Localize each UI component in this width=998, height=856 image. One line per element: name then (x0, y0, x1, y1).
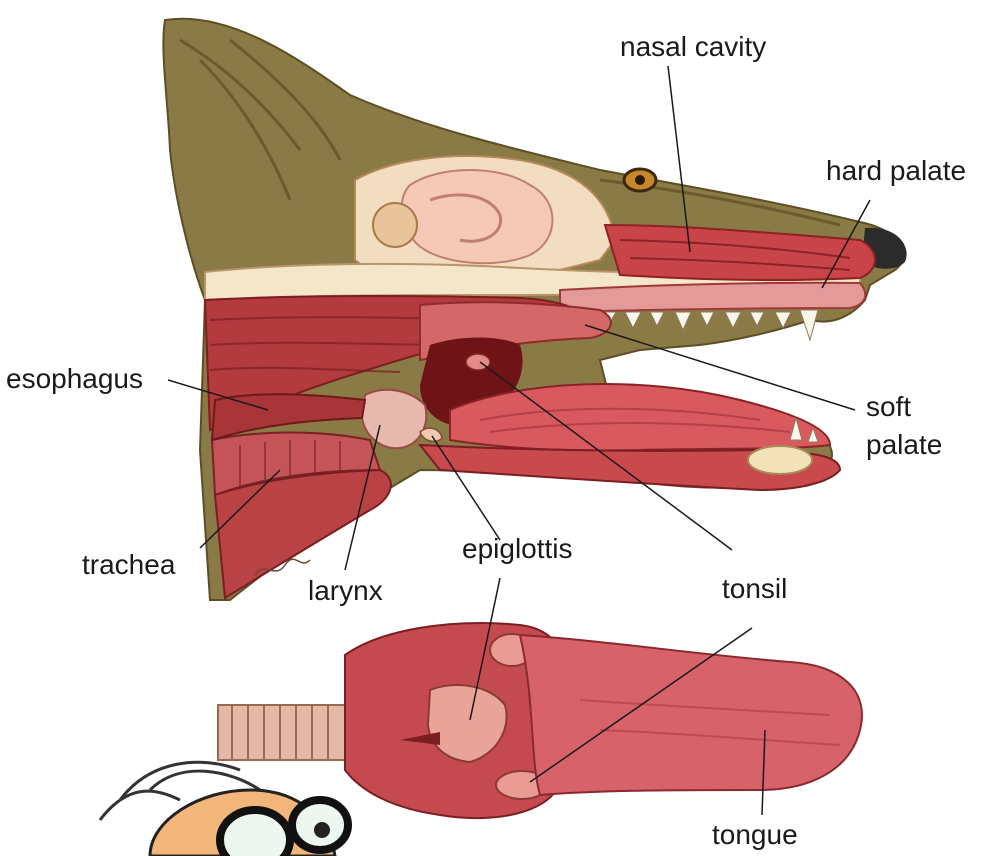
label-soft-palate-line2: palate (866, 428, 942, 462)
label-tongue: tongue (712, 818, 798, 852)
label-hard-palate: hard palate (826, 154, 966, 188)
label-nasal-cavity: nasal cavity (620, 30, 766, 64)
mandible-bone (748, 446, 812, 474)
tongue-body (520, 635, 862, 795)
dog-head-section (163, 19, 906, 600)
tongue-section (450, 384, 830, 451)
mascot-glasses-left (220, 810, 290, 856)
label-trachea: trachea (82, 548, 175, 582)
label-tonsil: tonsil (722, 572, 787, 606)
tongue-dorsal-view (218, 623, 862, 818)
label-epiglottis: epiglottis (462, 532, 573, 566)
label-esophagus: esophagus (6, 362, 143, 396)
label-larynx: larynx (308, 574, 383, 608)
hard-palate (560, 283, 865, 312)
cartoon-mascot (100, 762, 348, 856)
label-soft-palate-line1: soft (866, 390, 911, 424)
brain (402, 170, 553, 263)
